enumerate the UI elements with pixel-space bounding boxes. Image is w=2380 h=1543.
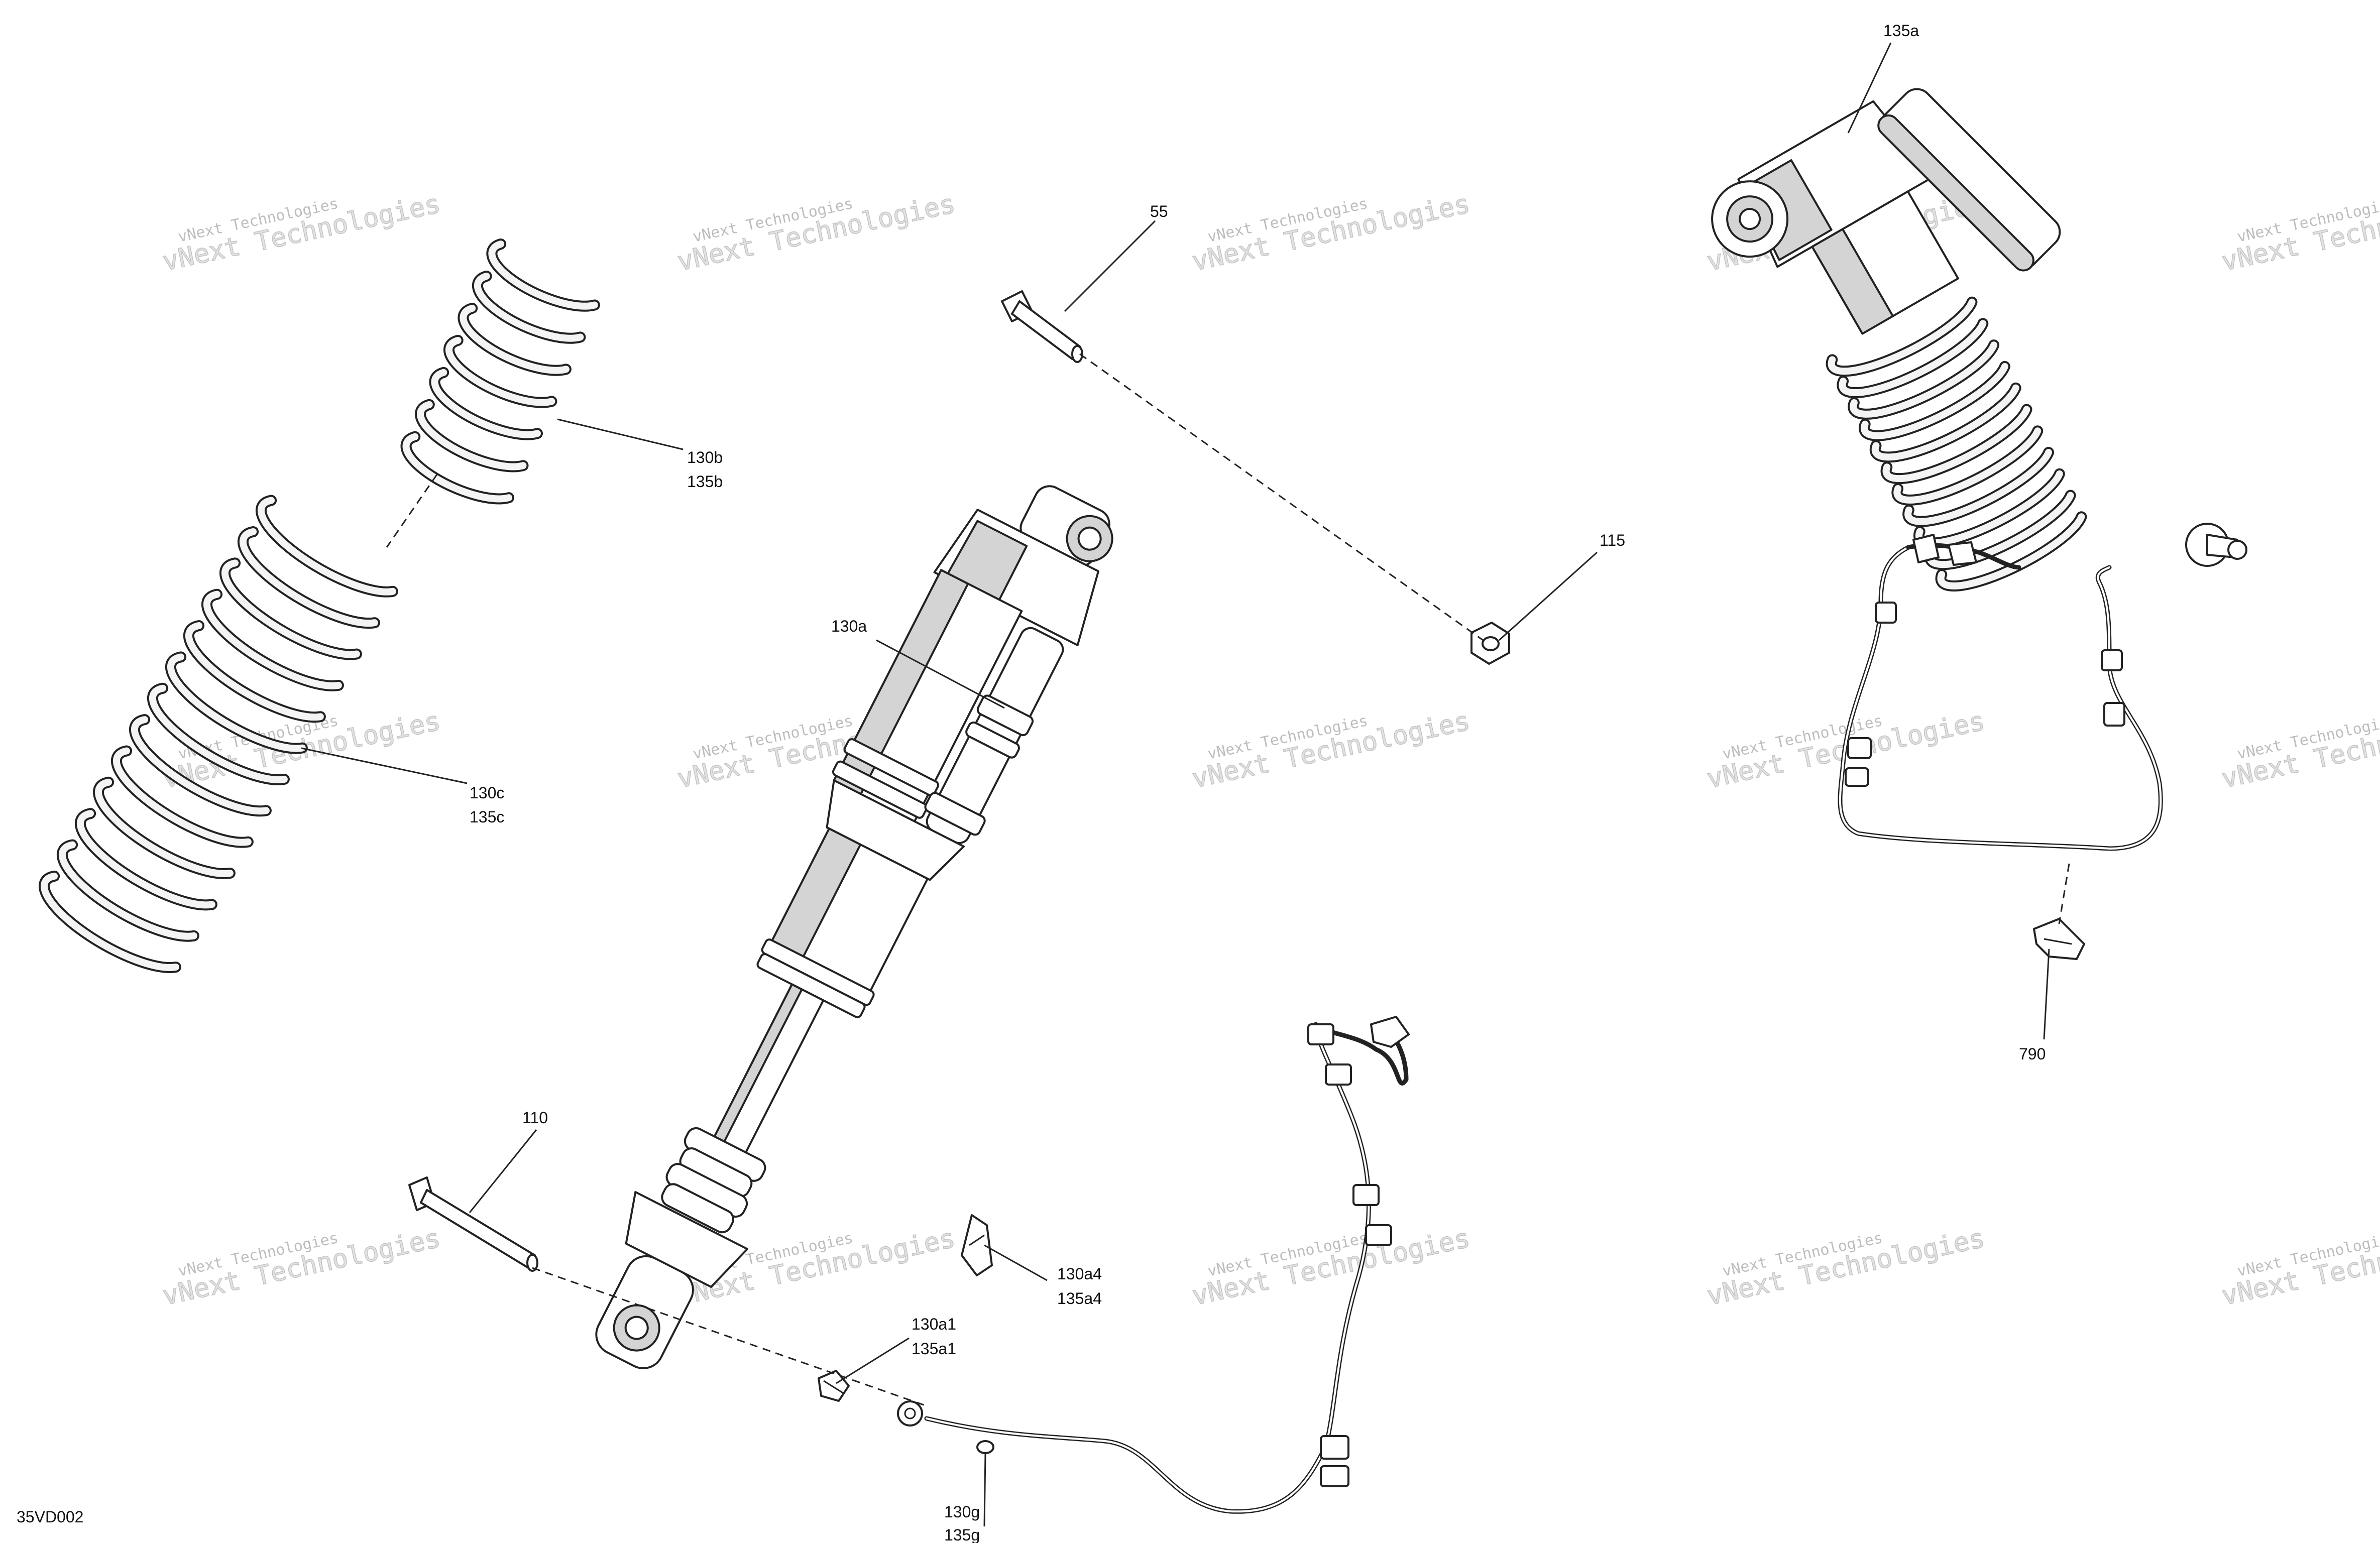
spring-coil (203, 590, 342, 689)
callout-labels: 135a 55 130b 135b 115 130a 130c 135c 790… (17, 22, 2046, 1543)
spring-coil (1861, 363, 2008, 439)
callout-130g: 130g (944, 1503, 980, 1521)
watermark: vNext Technologies vNext Technologies (674, 188, 958, 277)
spring-coil (239, 528, 378, 627)
callout-130a4: 130a4 (1057, 1265, 1102, 1283)
nut-115 (1470, 622, 1510, 665)
grommet-130g (976, 1440, 994, 1454)
spring-coil (221, 559, 360, 658)
sensor-clip-130a4 (961, 1214, 993, 1276)
spring-coil (1871, 384, 2019, 461)
spring-coil (402, 433, 513, 503)
sensor-clip-130a1 (818, 1370, 850, 1402)
clip-790 (2033, 918, 2085, 960)
spring-coil (40, 872, 179, 972)
watermark: vNext Technologies vNext Technologies (1189, 188, 1473, 277)
spring-coil (185, 622, 324, 721)
callout-130b: 130b (687, 448, 723, 466)
bolt-110 (408, 1176, 538, 1272)
spring-coil (1904, 449, 2053, 525)
callout-135a4: 135a4 (1057, 1289, 1102, 1308)
spring-coil (488, 241, 598, 310)
spring-coil (1937, 513, 2085, 589)
callout-790: 790 (2019, 1045, 2046, 1063)
spring-coil (1839, 320, 1987, 397)
callout-110: 110 (522, 1109, 548, 1127)
callout-135g: 135g (944, 1526, 980, 1543)
callout-55: 55 (1150, 202, 1168, 220)
watermark: vNext Technologies vNext Technologies (1704, 1223, 1988, 1312)
callout-135a: 135a (1883, 22, 1919, 40)
watermark: vNext Technologies vNext Technologies (1189, 705, 1473, 794)
spring-coil (1850, 341, 1998, 418)
spring-coil (1882, 406, 2030, 483)
callout-115: 115 (1600, 531, 1625, 549)
assembled-shock-135a (1711, 88, 2247, 591)
callout-135c: 135c (470, 808, 504, 826)
watermark: vNext Technologies vNext Technologies (2219, 705, 2380, 794)
callout-135b: 135b (687, 472, 723, 491)
watermark: vNext Technologies vNext Technologies (2219, 188, 2380, 277)
spring-coil (1926, 492, 2074, 568)
spring-coil (1915, 470, 2063, 547)
spring-coil (58, 841, 197, 940)
assembly-lines (386, 353, 2070, 1407)
spring-coil (431, 369, 541, 438)
watermark: vNext Technologies vNext Technologies (1189, 1223, 1473, 1312)
spring-coil (112, 747, 252, 846)
callout-130c: 130c (470, 784, 504, 802)
watermark: vNext Technologies vNext Technologies (2219, 1223, 2380, 1312)
spring-coil (460, 304, 570, 374)
spring-coil (149, 684, 288, 783)
spring-coil (1893, 427, 2042, 504)
sensor-harness-right (1838, 534, 2163, 851)
callout-130a1: 130a1 (912, 1315, 956, 1333)
spring-coil (131, 716, 270, 815)
spring-coil (257, 497, 396, 596)
spring-coil (94, 778, 234, 877)
spring-coil (1828, 298, 1976, 375)
callout-130a: 130a (831, 617, 867, 635)
spring-coil (76, 810, 215, 909)
callout-135a1: 135a1 (912, 1340, 956, 1358)
spring-coil (167, 653, 306, 752)
watermark: vNext Technologies vNext Technologies (160, 188, 443, 277)
diagram-code: 35VD002 (17, 1508, 83, 1526)
spring-coil (445, 336, 555, 406)
lower-coil-spring (38, 495, 398, 974)
main-shock-absorber (595, 485, 1113, 1369)
spring-coil (417, 401, 527, 470)
bolt-55 (1001, 290, 1083, 363)
watermark: vNext Technologies vNext Technologies (160, 1223, 443, 1312)
leader-lines (301, 42, 2050, 1527)
spring-coil (474, 272, 584, 342)
sensor-harness-center (897, 1016, 1410, 1514)
upper-coil-spring (400, 239, 600, 505)
